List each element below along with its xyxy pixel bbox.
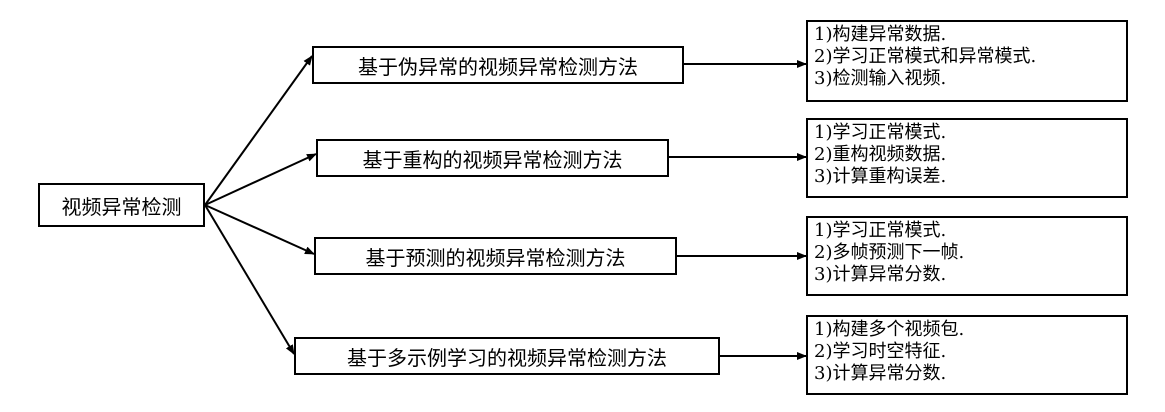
step-item: 1)学习正常模式.	[814, 220, 947, 241]
method-node-label: 基于重构的视频异常检测方法	[362, 147, 623, 172]
arrow-root-to-method-4	[204, 204, 295, 355]
root-node: 视频异常检测	[38, 183, 205, 227]
step-item: 2)学习正常模式和异常模式.	[814, 46, 1037, 67]
arrow-root-to-method-3	[204, 204, 315, 255]
step-item: 3)检测输入视频.	[814, 68, 947, 89]
method-node-label: 基于伪异常的视频异常检测方法	[358, 54, 638, 79]
steps-box-pseudo-anomaly: 1)构建异常数据. 2)学习正常模式和异常模式. 3)检测输入视频.	[806, 20, 1128, 102]
arrow-root-to-method-2	[204, 153, 317, 206]
method-node-label: 基于预测的视频异常检测方法	[365, 245, 626, 270]
method-node-reconstruction: 基于重构的视频异常检测方法	[316, 139, 669, 177]
step-item: 1)构建异常数据.	[814, 24, 947, 45]
step-item: 1)构建多个视频包.	[814, 319, 965, 340]
method-node-pseudo-anomaly: 基于伪异常的视频异常检测方法	[312, 46, 684, 84]
steps-box-multi-instance: 1)构建多个视频包. 2)学习时空特征. 3)计算异常分数.	[806, 315, 1128, 395]
step-item: 2)重构视频数据.	[814, 144, 947, 165]
step-item: 1)学习正常模式.	[814, 122, 947, 143]
step-item: 3)计算重构误差.	[814, 166, 947, 187]
step-item: 2)多帧预测下一帧.	[814, 242, 965, 263]
steps-box-prediction: 1)学习正常模式. 2)多帧预测下一帧. 3)计算异常分数.	[806, 216, 1128, 296]
step-item: 3)计算异常分数.	[814, 264, 947, 285]
root-node-label: 视频异常检测	[61, 194, 182, 219]
method-node-label: 基于多示例学习的视频异常检测方法	[347, 345, 667, 370]
step-item: 2)学习时空特征.	[814, 341, 947, 362]
steps-box-reconstruction: 1)学习正常模式. 2)重构视频数据. 3)计算重构误差.	[806, 118, 1128, 198]
method-node-multi-instance: 基于多示例学习的视频异常检测方法	[294, 337, 720, 375]
method-node-prediction: 基于预测的视频异常检测方法	[314, 237, 677, 275]
step-item: 3)计算异常分数.	[814, 363, 947, 384]
arrow-root-to-method-1	[204, 55, 313, 206]
